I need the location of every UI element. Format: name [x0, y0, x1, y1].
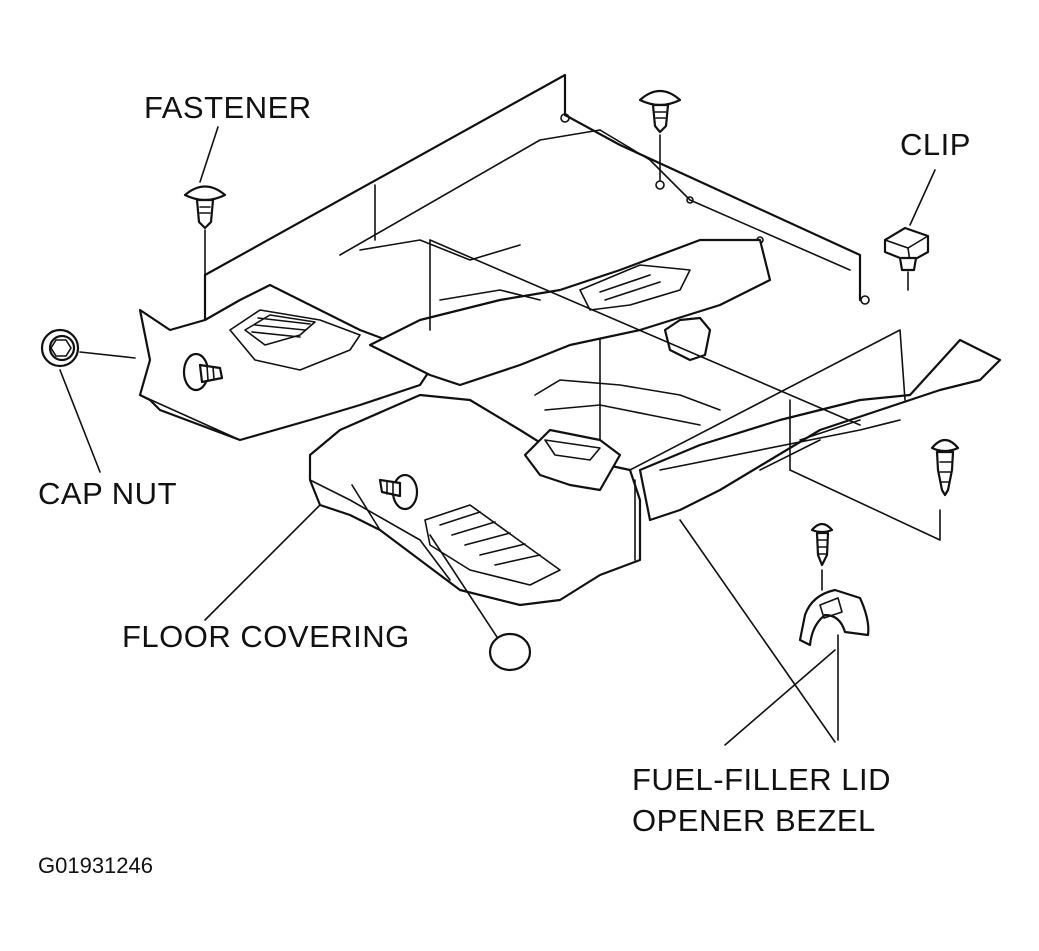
clip-part [883, 169, 936, 291]
fastener-top-part [638, 89, 682, 181]
figure-code: G01931246 [38, 853, 153, 878]
fuel-filler-lid-label: FUEL-FILLER LID [632, 762, 892, 797]
fuel-filler-bezel-part [724, 588, 870, 746]
stud-bolt-lower-part [378, 473, 419, 511]
stud-bolt-part [182, 352, 224, 392]
cap-nut-part [40, 328, 136, 473]
tapping-screw-part [810, 522, 834, 591]
screw-right-part [930, 438, 960, 497]
opener-bezel-label: OPENER BEZEL [632, 803, 876, 838]
clip-label: CLIP [900, 127, 971, 162]
leader-lines [204, 504, 836, 743]
reference-lines [374, 184, 941, 561]
fastener-label: FASTENER [144, 90, 312, 125]
floor-covering-label: FLOOR COVERING [122, 619, 410, 654]
fastener-part [183, 126, 227, 276]
floor-covering-part [138, 238, 1002, 607]
plug-part [429, 534, 532, 672]
vehicle-body-outline [203, 73, 870, 322]
cap-nut-label: CAP NUT [38, 476, 178, 511]
